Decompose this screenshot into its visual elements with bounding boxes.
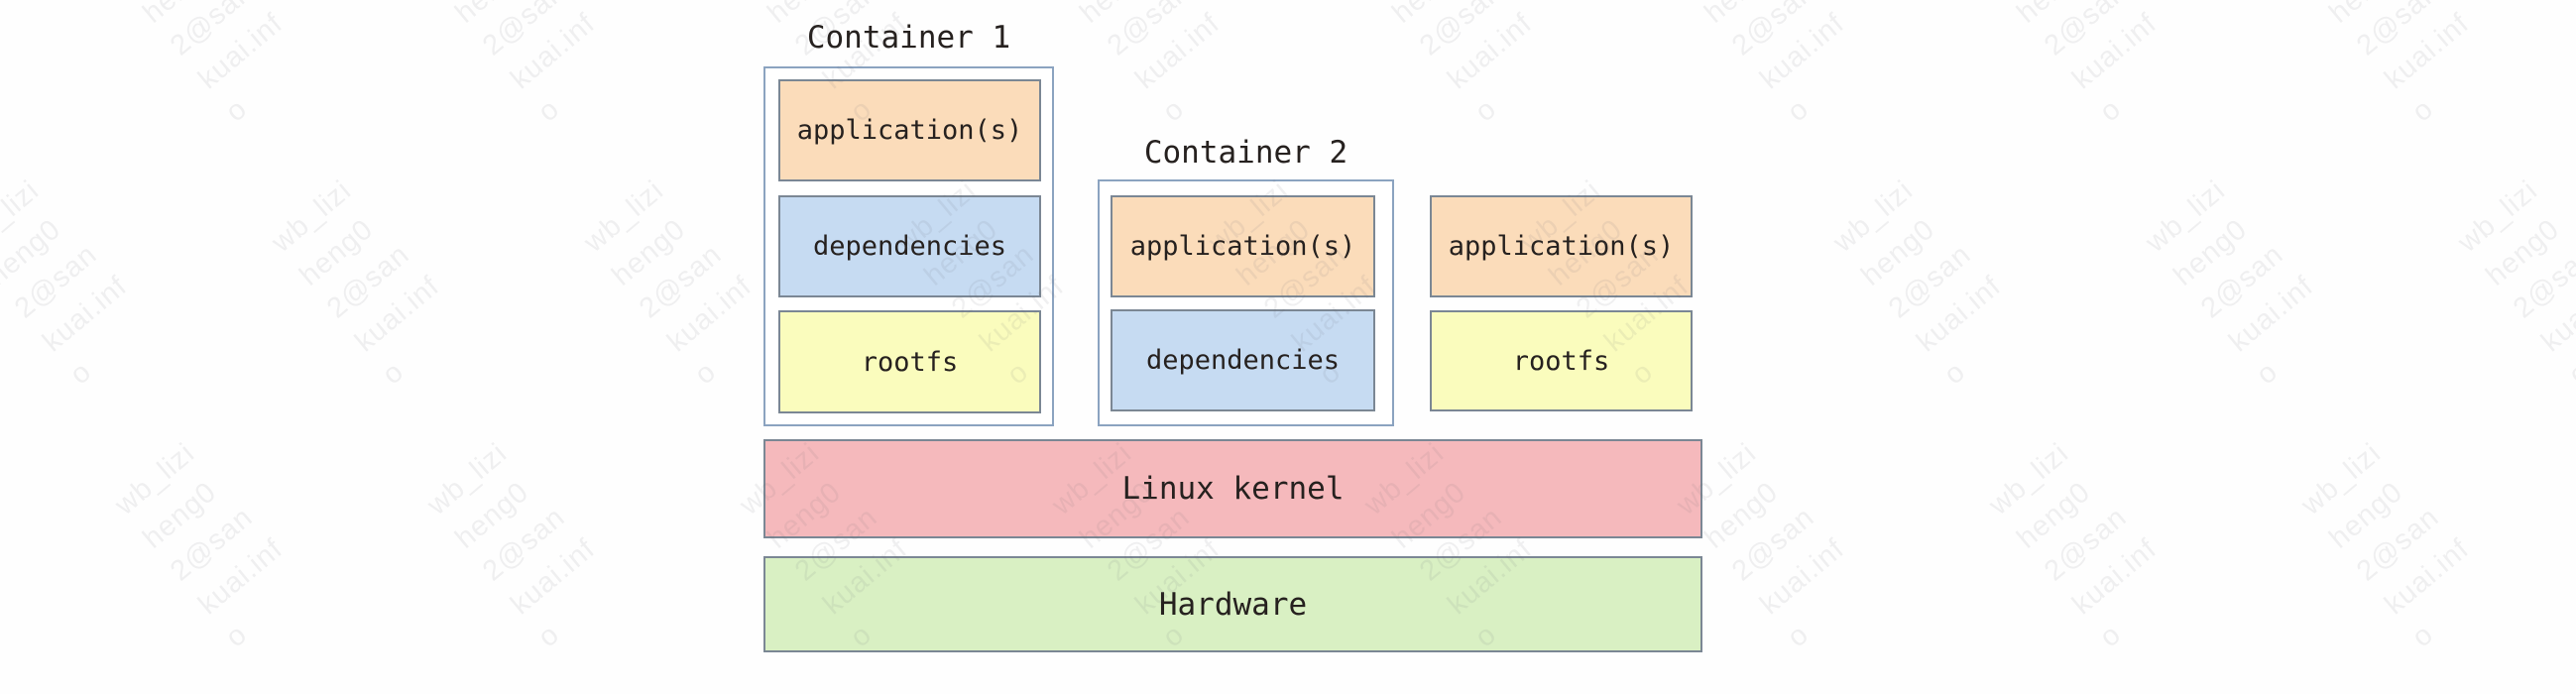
- watermark-text: wb_lizi heng0 2@san kuai.inf o: [0, 174, 133, 392]
- watermark-text: wb_lizi heng0 2@san kuai.inf o: [108, 436, 289, 654]
- container2-label: Container 2: [1143, 135, 1348, 171]
- watermark-text: wb_lizi heng0 2@san kuai.inf o: [420, 436, 601, 654]
- watermark-text: wb_lizi heng0 2@san kuai.inf o: [0, 0, 8, 133]
- linux-kernel-layer: Linux kernel: [763, 439, 1702, 538]
- watermark-text: wb_lizi heng0 2@san kuai.inf o: [577, 174, 758, 392]
- watermark-text: wb_lizi heng0 2@san kuai.inf o: [2451, 174, 2576, 392]
- watermark-text: wb_lizi heng0 2@san kuai.inf o: [449, 0, 601, 129]
- container2-applications-box: application(s): [1111, 195, 1375, 297]
- container1-label: Container 1: [806, 20, 1011, 56]
- watermark-text: wb_lizi heng0 2@san kuai.inf o: [1698, 0, 1850, 129]
- column3-rootfs-box: rootfs: [1430, 310, 1693, 411]
- container1-rootfs-box: rootfs: [778, 310, 1041, 413]
- container1-dependencies-box: dependencies: [778, 195, 1041, 297]
- container2-dependencies-box: dependencies: [1111, 309, 1375, 411]
- watermark-text: wb_lizi heng0 2@san kuai.inf o: [2139, 174, 2319, 392]
- watermark-text: wb_lizi heng0 2@san kuai.inf o: [1074, 0, 1226, 129]
- watermark-text: wb_lizi heng0 2@san kuai.inf o: [137, 0, 289, 129]
- watermark-text: wb_lizi heng0 2@san kuai.inf o: [1982, 436, 2163, 654]
- watermark-text: wb_lizi heng0 2@san kuai.inf o: [2011, 0, 2163, 129]
- watermark-text: wb_lizi heng0 2@san kuai.inf o: [2323, 0, 2475, 129]
- column3-applications-box: application(s): [1430, 195, 1693, 297]
- watermark-text: wb_lizi heng0 2@san kuai.inf o: [1386, 0, 1538, 129]
- container1-applications-box: application(s): [778, 79, 1041, 181]
- watermark-text: wb_lizi heng0 2@san kuai.inf o: [265, 174, 445, 392]
- watermark-text: wb_lizi heng0 2@san kuai.inf o: [2294, 436, 2475, 654]
- hardware-layer: Hardware: [763, 556, 1702, 652]
- watermark-text: wb_lizi heng0 2@san kuai.inf o: [1826, 174, 2007, 392]
- watermark-text: wb_lizi heng0 2@san kuai.inf o: [0, 429, 8, 658]
